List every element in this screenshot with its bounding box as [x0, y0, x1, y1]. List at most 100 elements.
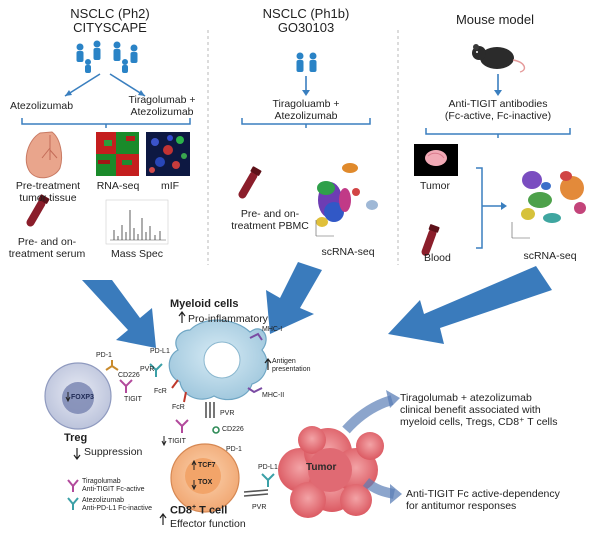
bracket-col3	[425, 128, 571, 135]
legend-atezolizumab-line1: Atezolizumab	[82, 497, 125, 504]
big-arrow-right	[388, 266, 552, 344]
tcf7-label: TCF7	[198, 462, 216, 469]
pvr-label-3: PVR	[252, 504, 267, 511]
tumor-arrow-top	[342, 395, 394, 434]
col2-title-line1: NSCLC (Ph1b)	[262, 6, 350, 21]
up-arrow-proinflam	[178, 311, 186, 323]
mif-image	[146, 132, 190, 176]
tigit-label-1: TIGIT	[124, 396, 142, 403]
treg-title: Treg	[64, 432, 88, 444]
mif-label: mIF	[160, 180, 180, 192]
col2-title-line2: GO30103	[277, 20, 335, 35]
fcr-label-2: FcR	[172, 404, 185, 411]
legend-tiragolumab-line2: Anti-TIGIT Fc-active	[82, 486, 145, 493]
col3-tumor-label: Tumor	[420, 180, 450, 192]
big-arrow-left	[82, 280, 156, 348]
mhc2-label: MHC-II	[262, 392, 285, 399]
conclusion-1-line2: clinical benefit associated with	[400, 404, 541, 416]
antibody-tiragolumab-1	[119, 379, 133, 393]
patients-icon-col1	[76, 40, 138, 73]
bracket-tumor-blood	[476, 167, 503, 249]
pbmc-label-line2: treatment PBMC	[231, 220, 309, 232]
pvr-label-2: PVR	[220, 410, 235, 417]
big-arrow-middle	[266, 262, 322, 334]
receptor-mhc1	[249, 332, 263, 341]
conclusion-1-line3: myeloid cells, Tregs, CD8⁺ T cells	[400, 416, 558, 428]
receptor-pvr-tumor	[243, 489, 269, 497]
tumor-arrow-bottom	[362, 478, 395, 499]
split-arrow-right	[109, 73, 146, 97]
col3-scrna-label: scRNA-seq	[523, 250, 577, 262]
umap-plot-col3	[508, 152, 590, 242]
pd1-label-2: PD-1	[226, 446, 242, 453]
legend-atezolizumab-icon	[67, 497, 79, 510]
split-arrow-left	[64, 73, 101, 97]
tissue-label-line1: Pre-treatment	[15, 180, 81, 192]
arm-atezolizumab: Atezolizumab	[10, 100, 74, 112]
tumor-mass	[278, 426, 384, 518]
blood-tube-icon-col3	[421, 224, 440, 256]
cd8-title: CD8+ T cell	[170, 504, 228, 517]
pvr-label-1: PVR	[140, 366, 155, 373]
col2-treatment-line1: Tiragoluamb +	[272, 98, 340, 110]
down-arrow-foxp3	[65, 392, 71, 403]
receptor-pd1-treg	[105, 360, 119, 371]
blood-tube-icon-col2	[238, 166, 262, 199]
conclusion-1-line1: Tiragolumab + atezolizumab	[400, 392, 532, 404]
pdl1-label-2: PD-L1	[258, 464, 278, 471]
tissue-label-line2: tumor tissue	[19, 192, 77, 204]
receptor-mhc2	[247, 387, 263, 394]
serum-label-line1: Pre- and on-	[17, 236, 77, 248]
tigit-label-2: TIGIT	[168, 438, 186, 445]
antibody-tiragolumab-2	[175, 419, 189, 433]
col3-blood-label: Blood	[424, 252, 451, 264]
suppression-label: Suppression	[84, 446, 143, 458]
down-arrow-tox	[191, 480, 197, 491]
arm-combo-line1: Tiragolumab +	[128, 94, 196, 106]
conclusion-2-line2: for antitumor responses	[406, 500, 517, 512]
legend-tiragolumab-line1: Tiragolumab	[82, 478, 121, 485]
cd8-t-cell	[170, 443, 240, 513]
umap-plot-col2	[312, 152, 384, 240]
col3-title: Mouse model	[455, 12, 535, 27]
col1-title-line2: CITYSCAPE	[73, 20, 147, 35]
col2-treatment-line2: Atezolizumab	[274, 110, 338, 122]
pd1-label-1: PD-1	[96, 352, 112, 359]
antibody-atezolizumab-2	[261, 473, 275, 487]
legend-tiragolumab-icon	[67, 479, 79, 492]
effector-label: Effector function	[170, 518, 246, 530]
tumor-image	[414, 144, 458, 176]
rna-seq-label: RNA-seq	[96, 180, 140, 192]
receptor-pvr-cd226	[205, 402, 220, 434]
col2-scrna-label: scRNA-seq	[321, 246, 375, 258]
col1-title-line1: NSCLC (Ph2)	[70, 6, 150, 21]
serum-label-line2: treatment serum	[8, 248, 86, 260]
mhc1-label: MHC-I	[262, 326, 283, 333]
mass-spec-plot	[105, 199, 169, 245]
patients-icon-col2	[296, 52, 317, 72]
myeloid-title: Myeloid cells	[170, 298, 239, 310]
treg-cell	[44, 362, 112, 430]
receptor-fcr	[171, 379, 187, 403]
legend-atezolizumab-line2: Anti-PD-L1 Fc-inactive	[82, 505, 153, 512]
up-arrow-effector	[159, 513, 167, 525]
mass-spec-label: Mass Spec	[111, 248, 163, 260]
col3-antibodies-line2: (Fc-active, Fc-inactive)	[444, 110, 552, 122]
myeloid-cell	[168, 319, 268, 401]
rna-seq-heatmap	[96, 132, 139, 176]
down-arrow-tigit	[161, 436, 167, 447]
cd226-label-1: CD226	[118, 372, 140, 379]
lung-tissue-icon	[25, 131, 63, 179]
pdl1-label-1: PD-L1	[150, 348, 170, 355]
antigen-label-line2: presentation	[272, 366, 311, 373]
blood-tube-icon-col1	[26, 194, 50, 227]
foxp3-label: FOXP3	[71, 394, 94, 401]
pbmc-label-line1: Pre- and on-	[240, 208, 300, 220]
mouse-icon	[472, 44, 526, 73]
conclusion-2-line1: Anti-TIGIT Fc active-dependency	[406, 488, 560, 500]
tox-label: TOX	[198, 479, 213, 486]
antigen-label-line1: Antigen	[272, 358, 296, 365]
antibody-atezolizumab-1	[149, 363, 163, 377]
cd226-label-2: CD226	[222, 426, 244, 433]
